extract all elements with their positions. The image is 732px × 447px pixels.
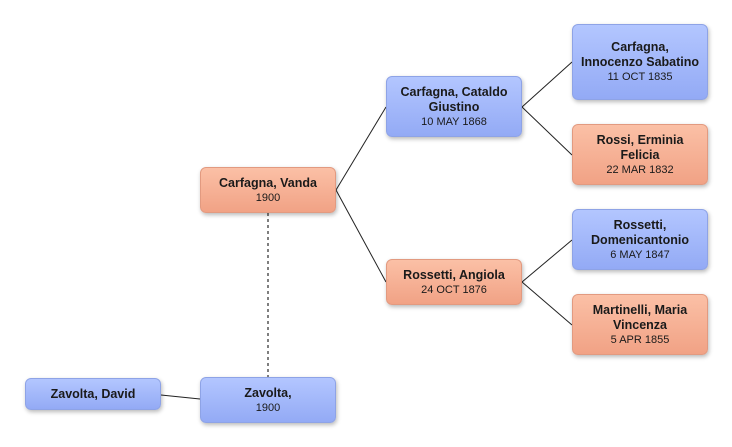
person-box-david[interactable]: Zavolta, David xyxy=(25,378,161,410)
person-name: Rossetti, Angiola xyxy=(403,267,505,282)
person-box-innocenzo[interactable]: Carfagna, Innocenzo Sabatino 11 OCT 1835 xyxy=(572,24,708,100)
person-date: 11 OCT 1835 xyxy=(607,71,673,83)
person-box-erminia[interactable]: Rossi, Erminia Felicia 22 MAR 1832 xyxy=(572,124,708,185)
person-name: Carfagna, Vanda xyxy=(219,175,317,190)
connector-angiola-domenicantonio xyxy=(521,239,573,283)
person-name: Rossi, Erminia Felicia xyxy=(596,132,684,162)
person-date: 1900 xyxy=(255,401,281,414)
person-box-maria[interactable]: Martinelli, Maria Vincenza 5 APR 1855 xyxy=(572,294,708,355)
connector-cataldo-erminia xyxy=(521,106,573,156)
person-date: 5 APR 1855 xyxy=(610,333,670,346)
person-name: Martinelli, Maria Vincenza xyxy=(592,302,688,332)
person-box-angiola[interactable]: Rossetti, Angiola 24 OCT 1876 xyxy=(386,259,522,305)
connector-vanda-angiola xyxy=(335,189,387,283)
connector-cataldo-innocenzo xyxy=(521,61,573,108)
person-name: Zavolta, David xyxy=(50,386,136,401)
person-box-cataldo[interactable]: Carfagna, Cataldo Giustino 10 MAY 1868 xyxy=(386,76,522,137)
person-name: Zavolta, xyxy=(244,385,292,400)
person-box-vanda[interactable]: Carfagna, Vanda 1900 xyxy=(200,167,336,213)
person-date: 6 MAY 1847 xyxy=(610,248,670,261)
person-name: Carfagna, Innocenzo Sabatino xyxy=(580,40,700,69)
person-box-zavolta[interactable]: Zavolta, 1900 xyxy=(200,377,336,423)
person-date: 10 MAY 1868 xyxy=(421,115,487,128)
connector-angiola-maria xyxy=(521,281,573,326)
person-name: Rossetti, Domenicantonio xyxy=(591,217,689,247)
person-date: 24 OCT 1876 xyxy=(421,283,487,296)
person-date: 22 MAR 1832 xyxy=(606,163,674,176)
person-name: Carfagna, Cataldo Giustino xyxy=(400,84,508,114)
person-date: 1900 xyxy=(255,191,281,204)
connector-zavolta-david xyxy=(160,394,201,400)
person-box-domenicantonio[interactable]: Rossetti, Domenicantonio 6 MAY 1847 xyxy=(572,209,708,270)
connector-vanda-cataldo xyxy=(335,106,387,191)
